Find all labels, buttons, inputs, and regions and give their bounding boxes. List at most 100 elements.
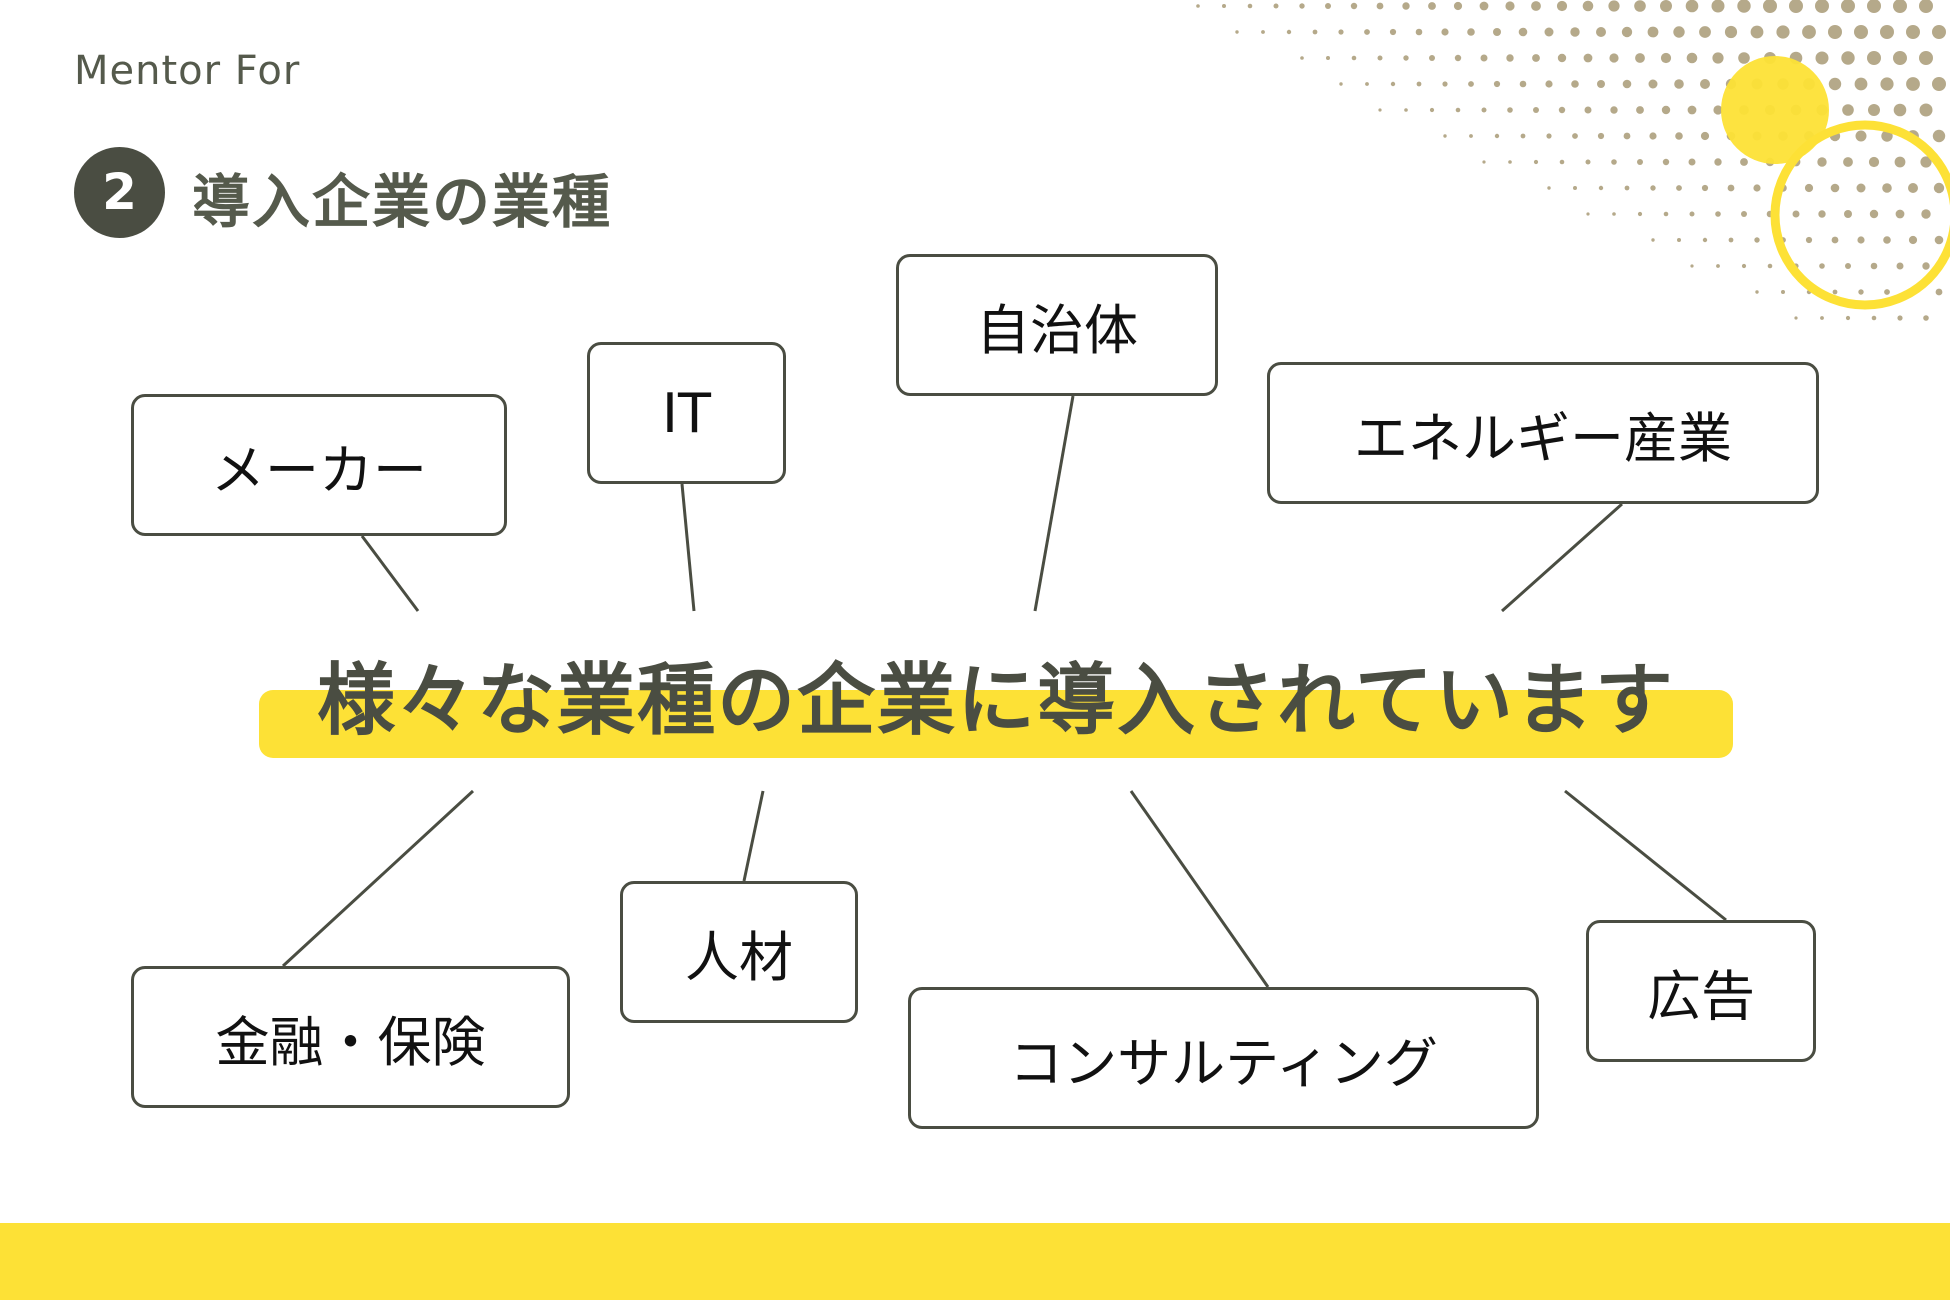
dot bbox=[1820, 316, 1824, 320]
dot bbox=[1586, 212, 1590, 216]
dot bbox=[1842, 104, 1854, 116]
dot bbox=[1686, 52, 1698, 64]
dot bbox=[1805, 236, 1813, 244]
dot bbox=[1637, 159, 1643, 165]
dot bbox=[1711, 0, 1725, 13]
dot bbox=[1637, 211, 1643, 217]
dot bbox=[1635, 53, 1645, 63]
dot bbox=[1299, 3, 1305, 9]
dot bbox=[1716, 264, 1720, 268]
connector-energy bbox=[1501, 502, 1623, 613]
dot bbox=[1817, 157, 1827, 167]
dot bbox=[1701, 184, 1709, 192]
dot bbox=[1660, 0, 1672, 12]
dot bbox=[1841, 0, 1855, 13]
dot bbox=[1585, 159, 1591, 165]
dot bbox=[1819, 263, 1825, 269]
dot bbox=[1338, 29, 1344, 35]
dot bbox=[1609, 53, 1619, 63]
dot bbox=[1932, 25, 1946, 39]
dot bbox=[1505, 1, 1515, 11]
dot bbox=[1815, 0, 1829, 13]
dot bbox=[1675, 132, 1683, 140]
dot bbox=[1763, 0, 1777, 13]
connector-advertising bbox=[1564, 789, 1727, 922]
dot bbox=[1880, 25, 1894, 39]
dot bbox=[1453, 1, 1463, 11]
dot bbox=[1934, 235, 1944, 245]
dot bbox=[1583, 53, 1593, 63]
dot bbox=[1685, 0, 1699, 13]
dot bbox=[1441, 28, 1449, 36]
dot bbox=[1624, 185, 1630, 191]
headline-highlight bbox=[259, 690, 1733, 758]
dot bbox=[1482, 160, 1486, 164]
dot bbox=[1364, 29, 1370, 35]
dot bbox=[1869, 209, 1879, 219]
dot bbox=[1350, 2, 1358, 10]
dot bbox=[1687, 105, 1697, 115]
dot bbox=[1741, 263, 1747, 269]
dot bbox=[1571, 80, 1579, 88]
dot bbox=[1933, 182, 1945, 194]
dot bbox=[1621, 26, 1633, 38]
dot bbox=[1493, 80, 1501, 88]
dot bbox=[1546, 133, 1552, 139]
dot bbox=[1636, 106, 1644, 114]
industry-box-it: IT bbox=[587, 342, 786, 484]
dot bbox=[1351, 55, 1357, 61]
dot bbox=[1712, 52, 1724, 64]
dot bbox=[1661, 105, 1671, 115]
dot bbox=[1818, 210, 1826, 218]
dot bbox=[1261, 30, 1265, 34]
dot bbox=[1727, 184, 1735, 192]
dot bbox=[1222, 4, 1226, 8]
connector-finance bbox=[281, 789, 475, 968]
dot bbox=[1572, 133, 1578, 139]
dot bbox=[1507, 107, 1513, 113]
dot bbox=[1908, 183, 1918, 193]
dot bbox=[1919, 103, 1933, 117]
dot bbox=[1660, 52, 1672, 64]
dot bbox=[1584, 106, 1592, 114]
dot bbox=[1776, 25, 1790, 39]
dot bbox=[1532, 54, 1540, 62]
dot bbox=[1429, 107, 1435, 113]
industry-box-consulting: コンサルティング bbox=[908, 987, 1539, 1129]
dot bbox=[1858, 289, 1864, 295]
dot bbox=[1883, 236, 1891, 244]
dot bbox=[1480, 54, 1488, 62]
dot bbox=[1634, 0, 1646, 12]
industry-box-municipality: 自治体 bbox=[896, 254, 1218, 396]
connector-hr bbox=[742, 790, 765, 882]
dot bbox=[1932, 129, 1946, 143]
dot bbox=[1647, 26, 1659, 38]
dot bbox=[1402, 2, 1410, 10]
dot bbox=[1753, 184, 1761, 192]
yellow-ring bbox=[1770, 120, 1950, 310]
brand-logo: Mentor For bbox=[74, 48, 301, 94]
dot bbox=[1582, 0, 1594, 12]
dot bbox=[1832, 289, 1838, 295]
dot bbox=[1339, 82, 1343, 86]
dot bbox=[1454, 54, 1462, 62]
dot bbox=[1728, 237, 1734, 243]
dot bbox=[1533, 159, 1539, 165]
dot bbox=[1700, 79, 1710, 89]
dot bbox=[1843, 157, 1853, 167]
dot bbox=[1750, 25, 1764, 39]
dot bbox=[1544, 27, 1554, 37]
dot bbox=[1597, 132, 1605, 140]
industry-box-energy: エネルギー産業 bbox=[1267, 362, 1819, 504]
connector-it bbox=[680, 483, 696, 612]
dot bbox=[1389, 28, 1397, 36]
dot bbox=[1855, 130, 1867, 142]
dot bbox=[1494, 133, 1500, 139]
dot bbox=[1325, 3, 1331, 9]
industry-box-advertising: 広告 bbox=[1586, 920, 1816, 1062]
dot bbox=[1235, 30, 1239, 34]
dot bbox=[1897, 315, 1903, 321]
dot bbox=[1828, 77, 1842, 91]
dot bbox=[1610, 106, 1618, 114]
